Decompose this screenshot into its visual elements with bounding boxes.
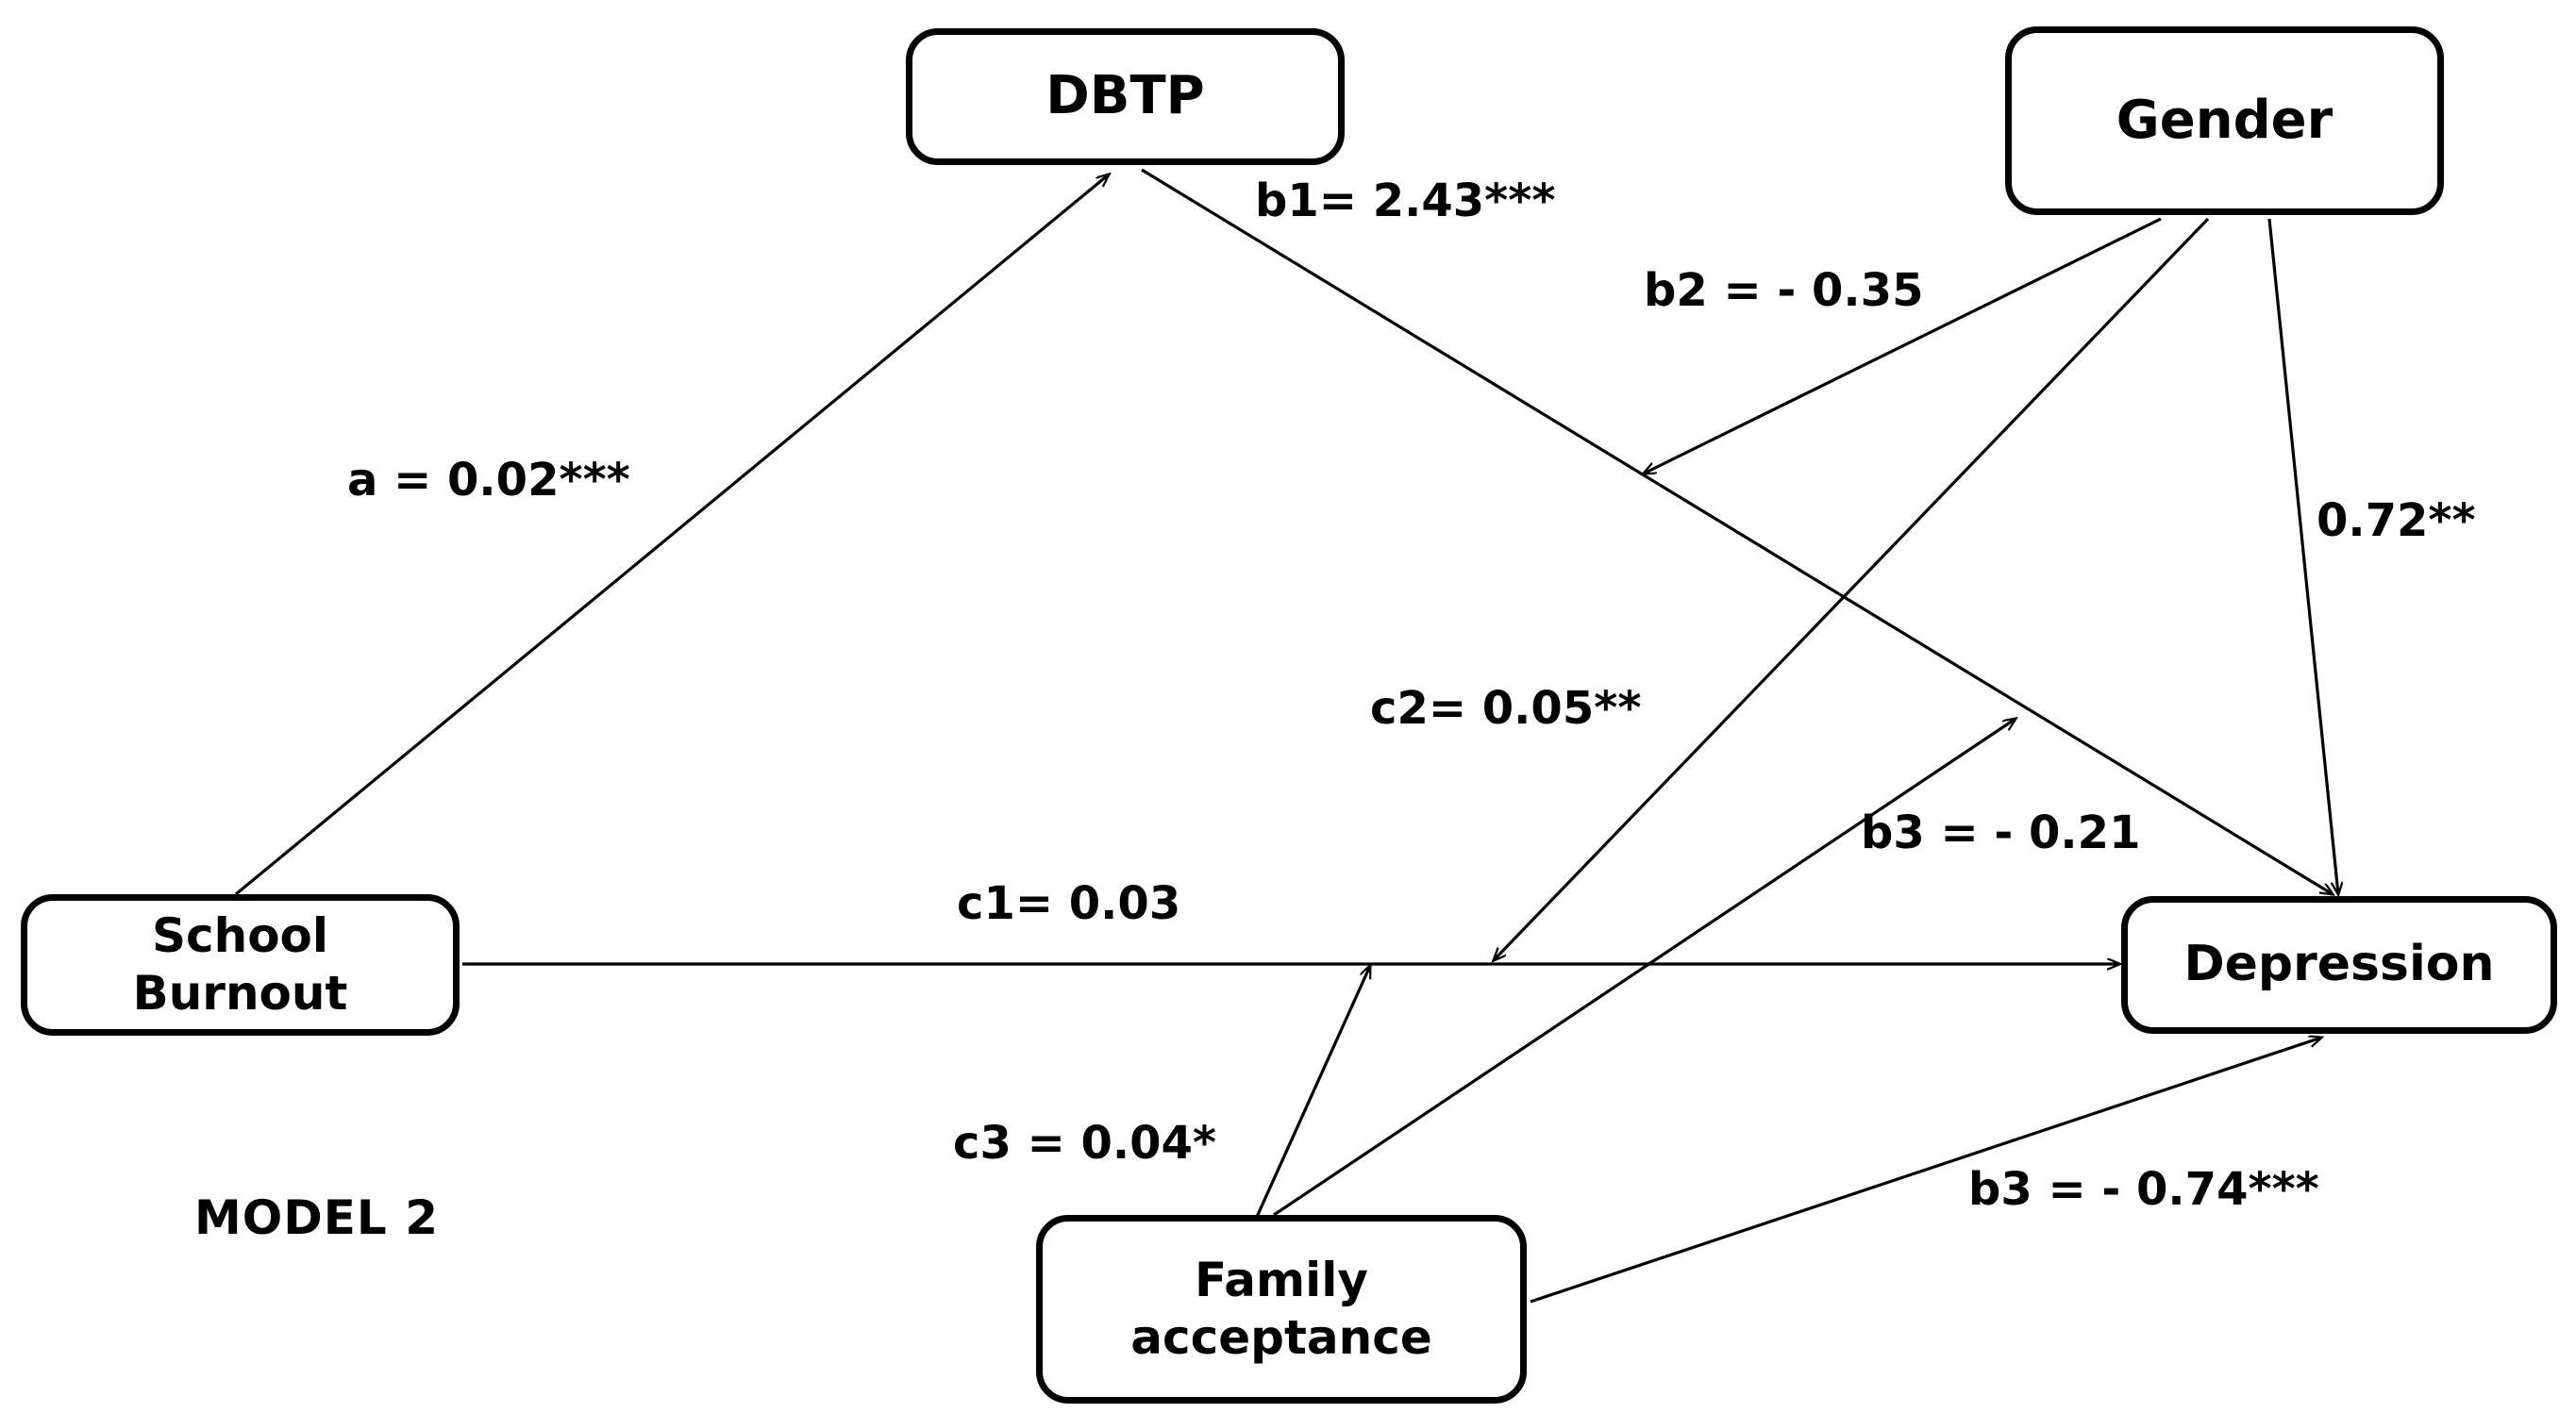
node-depression[interactable]: Depression (2121, 896, 2557, 1034)
edge-label-b3-moderation: b3 = - 0.21 (1861, 806, 2141, 859)
edge-b3-direct-line (1530, 1038, 2321, 1304)
edge-b1-line (1141, 168, 2333, 894)
edge-b2-line (1644, 217, 2162, 474)
edge-b3-moderation-line (1273, 719, 2016, 1217)
edge-c2-line (1494, 217, 2210, 960)
node-dbtp[interactable]: DBTP (906, 28, 1345, 165)
edge-c3-line (1255, 966, 1370, 1218)
node-school-burnout[interactable]: School Burnout (21, 894, 460, 1036)
edge-label-a: a = 0.02*** (347, 454, 630, 507)
node-gender[interactable]: Gender (2005, 26, 2444, 215)
model-tag: MODEL 2 (194, 1190, 439, 1245)
node-family-acceptance-label: Family acceptance (1130, 1253, 1432, 1365)
edge-label-c1: c1= 0.03 (957, 877, 1181, 930)
edge-label-gender-depression: 0.72** (2317, 494, 2476, 547)
edge-label-b2: b2 = - 0.35 (1644, 264, 1924, 317)
node-gender-label: Gender (2116, 89, 2333, 151)
edge-gender-depression-line (2267, 218, 2338, 894)
edge-label-b1: b1= 2.43*** (1255, 175, 1556, 227)
edge-label-c2: c2= 0.05** (1370, 682, 1642, 735)
node-dbtp-label: DBTP (1045, 65, 1205, 127)
node-depression-label: Depression (2183, 936, 2495, 993)
edge-a-line (234, 175, 1109, 896)
edge-label-c3: c3 = 0.04* (953, 1117, 1217, 1170)
node-family-acceptance[interactable]: Family acceptance (1036, 1215, 1527, 1404)
node-school-burnout-label: School Burnout (132, 908, 348, 1021)
edge-label-b3-direct: b3 = - 0.74*** (1968, 1163, 2319, 1216)
